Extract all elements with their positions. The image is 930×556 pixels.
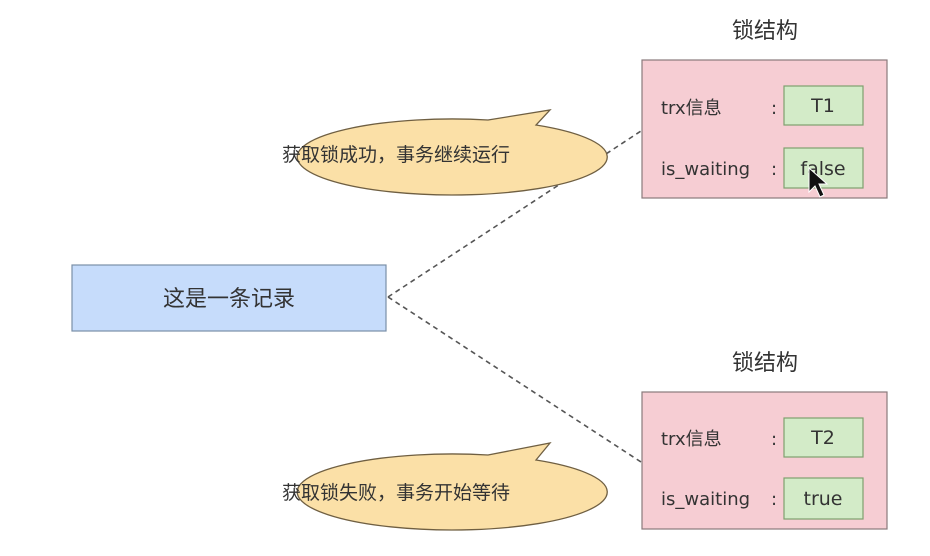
lock-structure-1: 锁结构 trx信息 : T1 is_waiting : false [641, 19, 888, 199]
callout-success: 获取锁成功，事务继续运行 [282, 109, 608, 196]
connector-line-bottom [387, 296, 642, 463]
lock-1-waiting-value: false [800, 158, 845, 180]
lock-structure-2-title: 锁结构 [732, 351, 798, 376]
callout-failure-bubble [296, 442, 608, 531]
lock-1-trx-colon: : [771, 98, 777, 119]
lock-2-waiting-value-box [783, 477, 864, 520]
lock-2-trx-colon: : [771, 429, 777, 450]
lock-2-trx-label: trx信息 [661, 429, 722, 450]
lock-structure-1-title: 锁结构 [732, 19, 798, 44]
lock-1-waiting-value-box [783, 147, 864, 189]
callout-success-text: 获取锁成功，事务继续运行 [282, 144, 510, 166]
callout-failure: 获取锁失败，事务开始等待 [282, 442, 608, 531]
lock-1-trx-value: T1 [810, 95, 835, 117]
callout-failure-text: 获取锁失败，事务开始等待 [282, 482, 510, 504]
lock-1-waiting-label: is_waiting [661, 159, 750, 180]
mouse-cursor-icon [808, 166, 829, 198]
record-label: 这是一条记录 [163, 287, 295, 312]
lock-2-waiting-label: is_waiting [661, 489, 750, 510]
lock-2-waiting-colon: : [771, 489, 777, 510]
lock-2-trx-value-box [783, 417, 864, 458]
record-box: 这是一条记录 [71, 264, 387, 332]
lock-1-trx-label: trx信息 [661, 98, 722, 119]
lock-2-waiting-value: true [804, 488, 843, 510]
lock-1-trx-value-box [783, 85, 864, 126]
lock-2-trx-value: T2 [810, 427, 835, 449]
lock-1-waiting-colon: : [771, 159, 777, 180]
callout-success-bubble [296, 109, 608, 196]
record-rect [71, 264, 387, 332]
lock-structure-2: 锁结构 trx信息 : T2 is_waiting : true [641, 351, 888, 530]
